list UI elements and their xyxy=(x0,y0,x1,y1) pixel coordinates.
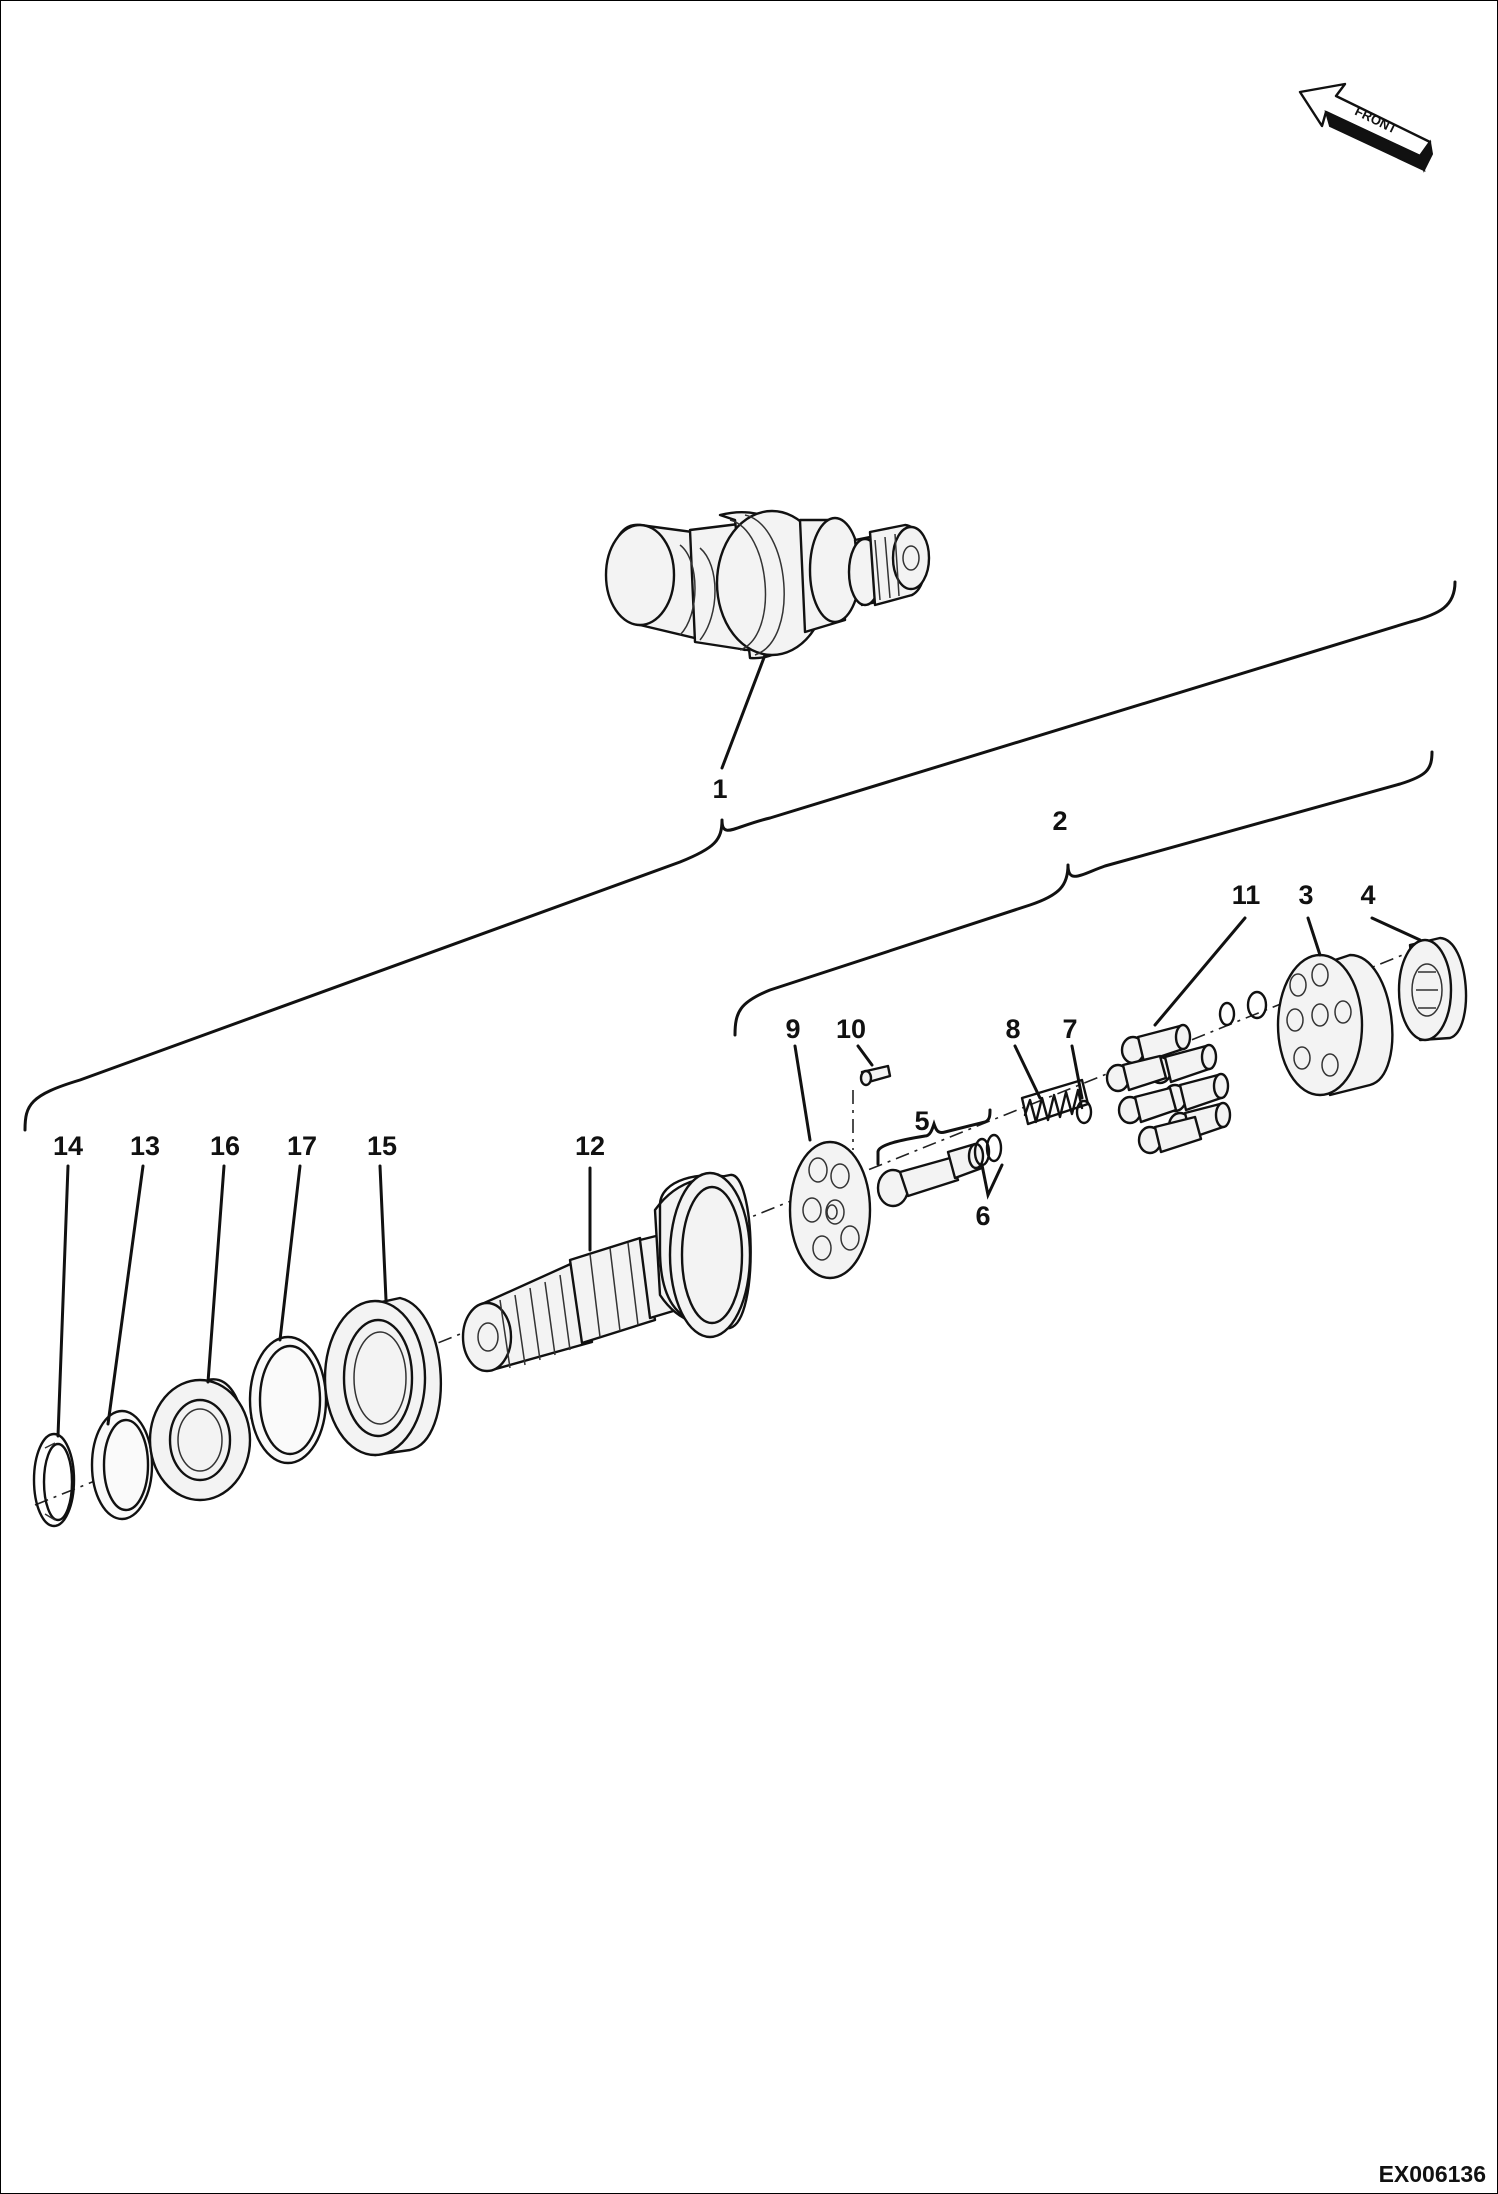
callout-17: 17 xyxy=(287,1131,317,1161)
part-11-pistons xyxy=(1105,1023,1232,1155)
part-16-bearing xyxy=(148,1378,252,1502)
part-15-bearing xyxy=(323,1296,442,1457)
callout-16: 16 xyxy=(210,1131,240,1161)
part-13-ring xyxy=(90,1409,154,1521)
leader-6 xyxy=(980,1163,1004,1200)
part-14-snap-ring xyxy=(32,1432,76,1528)
part-3-cylinder-block xyxy=(1276,953,1394,1097)
callout-14: 14 xyxy=(53,1131,83,1161)
leader-15 xyxy=(378,1164,388,1302)
leader-11 xyxy=(1153,916,1247,1027)
callout-7: 7 xyxy=(1062,1014,1077,1044)
leader-7 xyxy=(1070,1044,1084,1100)
callout-15: 15 xyxy=(367,1131,397,1161)
part-10-pin xyxy=(859,1064,892,1087)
callout-2: 2 xyxy=(1052,806,1067,836)
part-5-piston-guide xyxy=(876,1142,985,1208)
callout-6: 6 xyxy=(975,1201,990,1231)
leader-3 xyxy=(1306,916,1322,957)
leader-10 xyxy=(856,1044,874,1067)
callout-10: 10 xyxy=(836,1014,866,1044)
brace-2 xyxy=(733,750,1434,1037)
part-7-washer xyxy=(1075,1099,1093,1125)
document-id: EX006136 xyxy=(1379,2161,1486,2187)
leader-8 xyxy=(1013,1044,1042,1100)
part-9-retainer-plate xyxy=(788,1140,872,1280)
leader-16 xyxy=(206,1164,226,1384)
callout-12: 12 xyxy=(575,1131,605,1161)
leader-17 xyxy=(278,1164,302,1342)
callout-3: 3 xyxy=(1298,880,1313,910)
leader-13 xyxy=(106,1164,145,1426)
part-17-shim-ring xyxy=(248,1335,328,1465)
callout-11: 11 xyxy=(1232,880,1261,910)
part-4-valve-plate xyxy=(1397,936,1468,1042)
leader-14 xyxy=(56,1164,70,1438)
callout-5: 5 xyxy=(914,1106,929,1136)
callout-4: 4 xyxy=(1360,880,1375,910)
leader-4 xyxy=(1370,916,1422,942)
callout-1: 1 xyxy=(712,774,727,804)
leader-9 xyxy=(793,1044,812,1142)
callout-9: 9 xyxy=(785,1014,800,1044)
small-rings xyxy=(1218,990,1268,1027)
leader-5 xyxy=(876,1108,992,1166)
callout-8: 8 xyxy=(1005,1014,1020,1044)
callout-13: 13 xyxy=(130,1131,160,1161)
part-12-drive-shaft xyxy=(461,1171,752,1373)
leader-1 xyxy=(720,653,767,770)
part-1-motor-assembly xyxy=(604,509,931,660)
front-direction-arrow-icon: FRONT xyxy=(1298,82,1434,173)
brace-1 xyxy=(23,580,1457,1132)
